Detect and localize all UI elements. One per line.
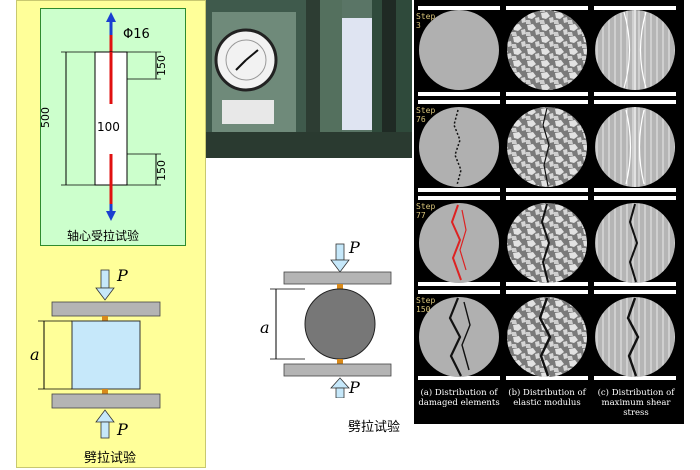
length-label: 500 — [39, 107, 52, 128]
split-test-caption-middle: 劈拉试验 — [348, 420, 401, 435]
disk-shear-row3 — [595, 203, 675, 283]
split-test-square-diagram — [38, 269, 161, 439]
dim-label-middle: a — [260, 318, 270, 337]
load-label-top-left: P — [117, 266, 128, 285]
grip-top-label: 150 — [155, 55, 168, 76]
top-plate — [51, 301, 161, 317]
load-arrow-top-icon — [95, 269, 115, 301]
axial-test-caption: 轴心受拉试验 — [67, 229, 140, 243]
load-label-top-middle: P — [349, 238, 360, 257]
disk-modulus-row2 — [507, 107, 587, 187]
middle-label: 100 — [97, 120, 120, 134]
bottom-plate-middle — [283, 363, 392, 377]
split-test-disk-diagram — [270, 243, 392, 398]
load-arrow-bottom-icon — [95, 409, 115, 439]
disk-modulus-row4 — [507, 297, 587, 377]
load-label-bottom-middle: P — [349, 378, 360, 397]
diameter-label: Φ16 — [123, 27, 150, 42]
bottom-plate — [51, 393, 161, 409]
axial-tension-panel: Φ16 500 150 150 100 轴心受拉试验 — [39, 8, 186, 246]
bottom-arrow-icon — [106, 204, 116, 221]
square-specimen — [71, 320, 141, 390]
load-arrow-top-middle-icon — [330, 243, 350, 273]
grip-bottom-label: 150 — [155, 160, 168, 181]
load-label-bottom-left: P — [117, 420, 128, 439]
dim-label-left: a — [30, 345, 40, 364]
disk-damage-row2 — [419, 107, 499, 187]
test-machine-illustration — [206, 0, 412, 158]
disk-modulus-row1 — [507, 10, 587, 90]
disk-specimen — [304, 288, 376, 360]
load-arrow-bottom-middle-icon — [330, 377, 350, 398]
axial-tension-diagram — [61, 12, 161, 221]
top-plate-middle — [283, 271, 392, 285]
simulation-grid — [418, 6, 676, 380]
divider-bars — [418, 6, 676, 380]
top-arrow-icon — [106, 12, 116, 35]
split-test-caption-left: 劈拉试验 — [84, 451, 137, 466]
disk-modulus-row3 — [507, 203, 587, 283]
disk-damage-row1 — [419, 10, 499, 90]
test-machine-photo — [206, 0, 412, 158]
disk-shear-row4 — [595, 297, 675, 377]
